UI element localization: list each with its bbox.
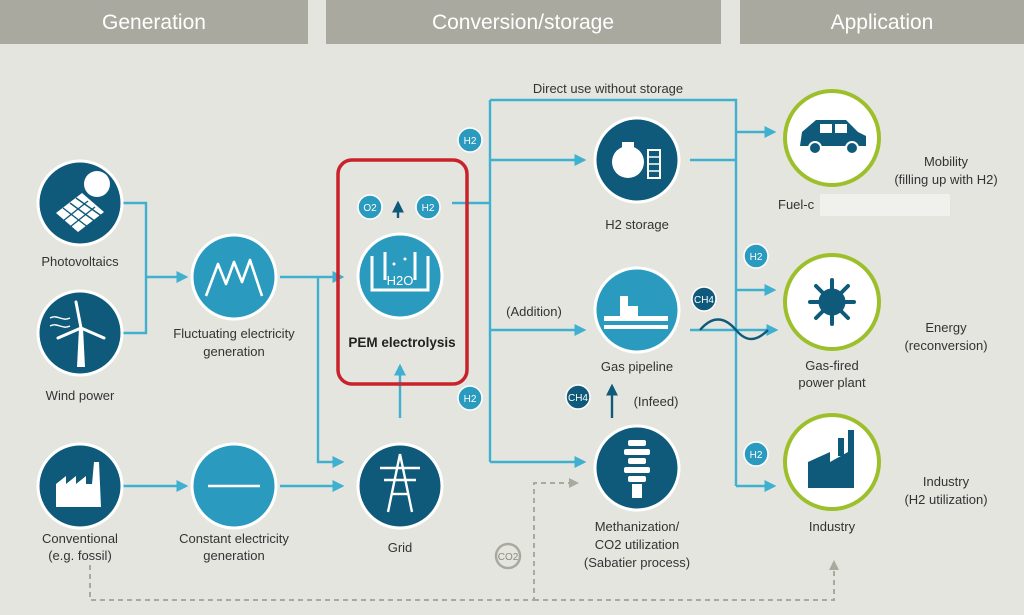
solar-panel-icon <box>56 171 110 232</box>
node-gas-pipeline: Gas pipeline <box>593 266 681 374</box>
svg-text:Application: Application <box>831 11 934 34</box>
co2-feedback-lines <box>89 478 839 601</box>
conventional-label-1: Conventional <box>42 531 118 546</box>
conventional-label-2: (e.g. fossil) <box>48 548 112 563</box>
h2-bubble-top: H2 <box>464 136 477 147</box>
ch4-bubble-pipeline: CH4 <box>694 295 714 306</box>
methanization-label-3: (Sabatier process) <box>584 555 690 570</box>
industry-title: Industry <box>923 474 970 489</box>
infeed-label: (Infeed) <box>634 394 679 409</box>
o2-bubble: O2 <box>363 203 377 214</box>
node-grid: Grid <box>356 442 444 555</box>
gas-pipeline-label: Gas pipeline <box>601 359 673 374</box>
zigzag-icon <box>204 258 264 297</box>
mobility-sub: (filling up with H2) <box>894 172 997 187</box>
mobility-node-label: Fuel-c <box>778 197 815 212</box>
h2-storage-label: H2 storage <box>605 217 669 232</box>
reactor-icon <box>624 440 650 498</box>
methanization-label-2: CO2 utilization <box>595 537 680 552</box>
wind-label: Wind power <box>46 388 115 403</box>
pem-label: PEM electrolysis <box>348 335 455 350</box>
grid-label: Grid <box>388 540 413 555</box>
direct-use-label: Direct use without storage <box>533 81 683 96</box>
power-pylon-icon <box>380 453 420 513</box>
car-icon <box>800 120 866 155</box>
methanization-label-1: Methanization/ <box>595 519 680 534</box>
ch4-bubble-infeed: CH4 <box>568 393 588 404</box>
h2-bubble-energy: H2 <box>750 252 763 263</box>
flow-lines <box>122 98 779 492</box>
water-label: H2O <box>387 273 414 288</box>
industry-building-icon <box>808 430 854 488</box>
obscured-label-patch <box>820 194 950 216</box>
co2-bubble: CO2 <box>498 552 519 563</box>
electrolysis-tank-icon <box>370 252 430 292</box>
node-photovoltaics: Photovoltaics <box>36 159 124 269</box>
node-energy: Gas-fired power plant Energy (reconversi… <box>783 253 988 390</box>
industry-node-label: Industry <box>809 519 856 534</box>
node-constant: Constant electricity generation <box>179 442 289 563</box>
constant-label-1: Constant electricity <box>179 531 289 546</box>
header-generation: Generation <box>0 0 308 44</box>
header-application: Application <box>740 0 1024 44</box>
energy-node-label-2: power plant <box>798 375 866 390</box>
constant-label-2: generation <box>203 548 264 563</box>
turbine-gear-icon <box>808 278 856 326</box>
pipeline-icon <box>604 296 668 329</box>
node-fluctuating: Fluctuating electricity generation <box>173 233 295 359</box>
node-methanization: Methanization/ CO2 utilization (Sabatier… <box>584 424 690 570</box>
energy-node-label-1: Gas-fired <box>805 358 858 373</box>
header-conversion: Conversion/storage <box>326 0 721 44</box>
node-wind: Wind power <box>36 289 124 403</box>
pem-electrolysis-box: O2 H2 H2O PEM electrolysis <box>336 158 469 386</box>
node-industry: Industry Industry (H2 utilization) <box>783 413 988 534</box>
wind-turbine-icon <box>49 300 106 367</box>
factory-icon <box>56 462 101 507</box>
industry-sub: (H2 utilization) <box>904 492 987 507</box>
mobility-title: Mobility <box>924 154 969 169</box>
storage-tank-icon <box>612 142 661 179</box>
node-h2-storage: H2 storage <box>593 116 681 232</box>
fluctuating-label-2: generation <box>203 344 264 359</box>
node-conventional: Conventional (e.g. fossil) <box>36 442 124 563</box>
energy-title: Energy <box>925 320 967 335</box>
photovoltaics-label: Photovoltaics <box>41 254 119 269</box>
h2-bubble-bottom: H2 <box>464 394 477 405</box>
h2-bubble-pem: H2 <box>422 203 435 214</box>
svg-text:Generation: Generation <box>102 11 206 34</box>
svg-text:Conversion/storage: Conversion/storage <box>432 11 614 34</box>
node-mobility: Fuel-c Mobility (filling up with H2) <box>778 89 998 216</box>
h2-bubble-industry: H2 <box>750 450 763 461</box>
addition-label: (Addition) <box>506 304 562 319</box>
fluctuating-label-1: Fluctuating electricity <box>173 326 295 341</box>
energy-sub: (reconversion) <box>904 338 987 353</box>
